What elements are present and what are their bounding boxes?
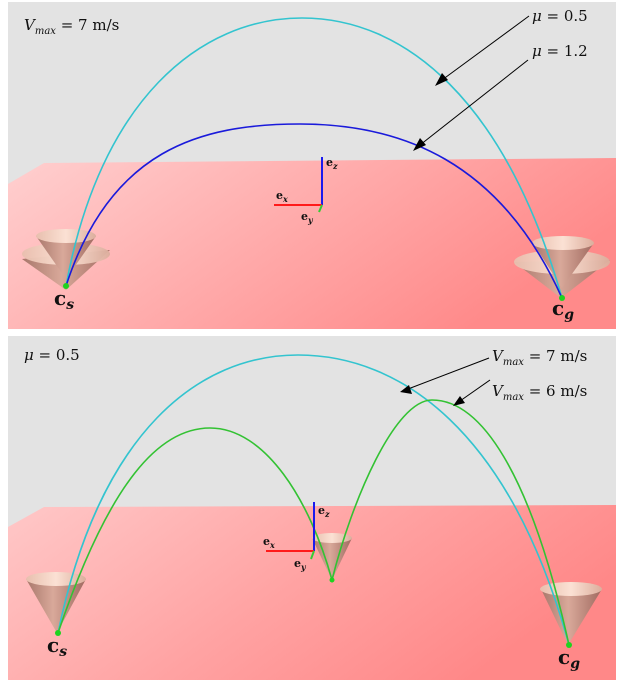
- start-point: [55, 630, 61, 636]
- floor-plane: [8, 505, 616, 680]
- panel-title: μ = 0.5: [24, 346, 80, 364]
- axis-y-line: [318, 204, 323, 213]
- curve-label-2: μ = 1.2: [532, 42, 588, 60]
- cone-inner-rim: [532, 236, 594, 250]
- label-arrow-2: [413, 59, 529, 151]
- panel-top: ez ex ey Vmax = 7 m/s μ = 0.5 μ = 1.2 cs…: [8, 2, 616, 329]
- axes-triad: ez ex ey: [263, 502, 330, 572]
- label-arrow-1: [400, 357, 490, 394]
- axis-z-label: ez: [318, 504, 330, 519]
- goal-point: [566, 642, 572, 648]
- trajectory-curve-vmax-7: [57, 354, 570, 646]
- axes-triad: ez ex ey: [274, 156, 338, 225]
- axis-z-label: ez: [326, 156, 338, 171]
- panel-title: Vmax = 7 m/s: [24, 16, 119, 37]
- goal-label: cg: [558, 645, 580, 672]
- trajectory-curve-mu-1.2: [65, 123, 563, 299]
- curve-label-1: μ = 0.5: [532, 7, 588, 25]
- axis-y-label: ey: [301, 210, 314, 225]
- axis-y-label: ey: [294, 557, 307, 572]
- start-label: cs: [47, 633, 67, 660]
- axis-x-label: ex: [276, 189, 288, 204]
- axis-x-label: ex: [263, 535, 275, 550]
- goal-cone: [514, 236, 610, 298]
- axis-y-line: [310, 550, 315, 560]
- start-label: cs: [54, 286, 74, 313]
- panel-bottom: ez ex ey μ = 0.5 Vmax = 7 m/s Vmax = 6 m…: [8, 336, 616, 680]
- cone-rim: [26, 572, 86, 586]
- curve-label-2: Vmax = 6 m/s: [492, 382, 587, 403]
- trajectory-curve-mu-0.5: [65, 17, 563, 299]
- label-arrow-2: [453, 379, 491, 406]
- label-arrow-1: [435, 15, 530, 86]
- start-point: [63, 283, 69, 289]
- curve-label-1: Vmax = 7 m/s: [492, 347, 587, 368]
- goal-point: [559, 295, 565, 301]
- middle-point: [329, 577, 335, 583]
- cone-rim: [312, 533, 352, 543]
- cone-body: [26, 579, 86, 633]
- floor-plane: [8, 158, 616, 329]
- goal-label: cg: [552, 296, 574, 323]
- cone-inner-rim: [36, 229, 96, 243]
